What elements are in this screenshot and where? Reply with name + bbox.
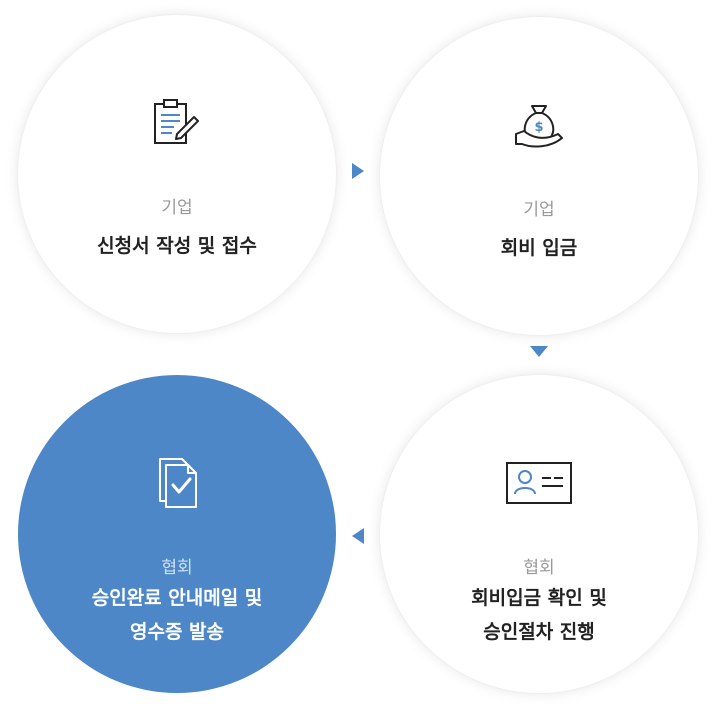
arrow-right-icon (352, 163, 364, 179)
arrow-left-icon (352, 528, 364, 544)
step-title-line: 회비입금 확인 및 (471, 587, 607, 609)
step-actor: 협회 (161, 558, 193, 578)
step-title: 회비 입금 (500, 237, 578, 259)
step-1-circle: 기업 신청서 작성 및 접수 (18, 15, 336, 333)
step-actor: 협회 (523, 558, 555, 578)
step-title: 승인완료 안내메일 및 영수증 발송 (18, 581, 336, 649)
arrow-down-icon (530, 346, 548, 357)
step-2-circle: $ 기업 회비 입금 (380, 17, 698, 335)
step-actor: 기업 (523, 200, 555, 220)
step-title-line: 승인절차 진행 (483, 621, 595, 643)
step-title: 회비입금 확인 및 승인절차 진행 (380, 581, 698, 649)
svg-text:$: $ (534, 120, 543, 135)
application-form-icon (18, 95, 336, 151)
step-4-circle: 협회 승인완료 안내메일 및 영수증 발송 (18, 375, 336, 693)
money-bag-icon: $ (380, 97, 698, 153)
step-3-circle: 협회 회비입금 확인 및 승인절차 진행 (380, 375, 698, 693)
step-title: 신청서 작성 및 접수 (97, 235, 257, 257)
approved-documents-icon (18, 455, 336, 511)
step-actor: 기업 (161, 198, 193, 218)
step-title-line: 영수증 발송 (129, 621, 224, 643)
id-card-icon (380, 455, 698, 511)
step-title-line: 승인완료 안내메일 및 (91, 587, 263, 609)
